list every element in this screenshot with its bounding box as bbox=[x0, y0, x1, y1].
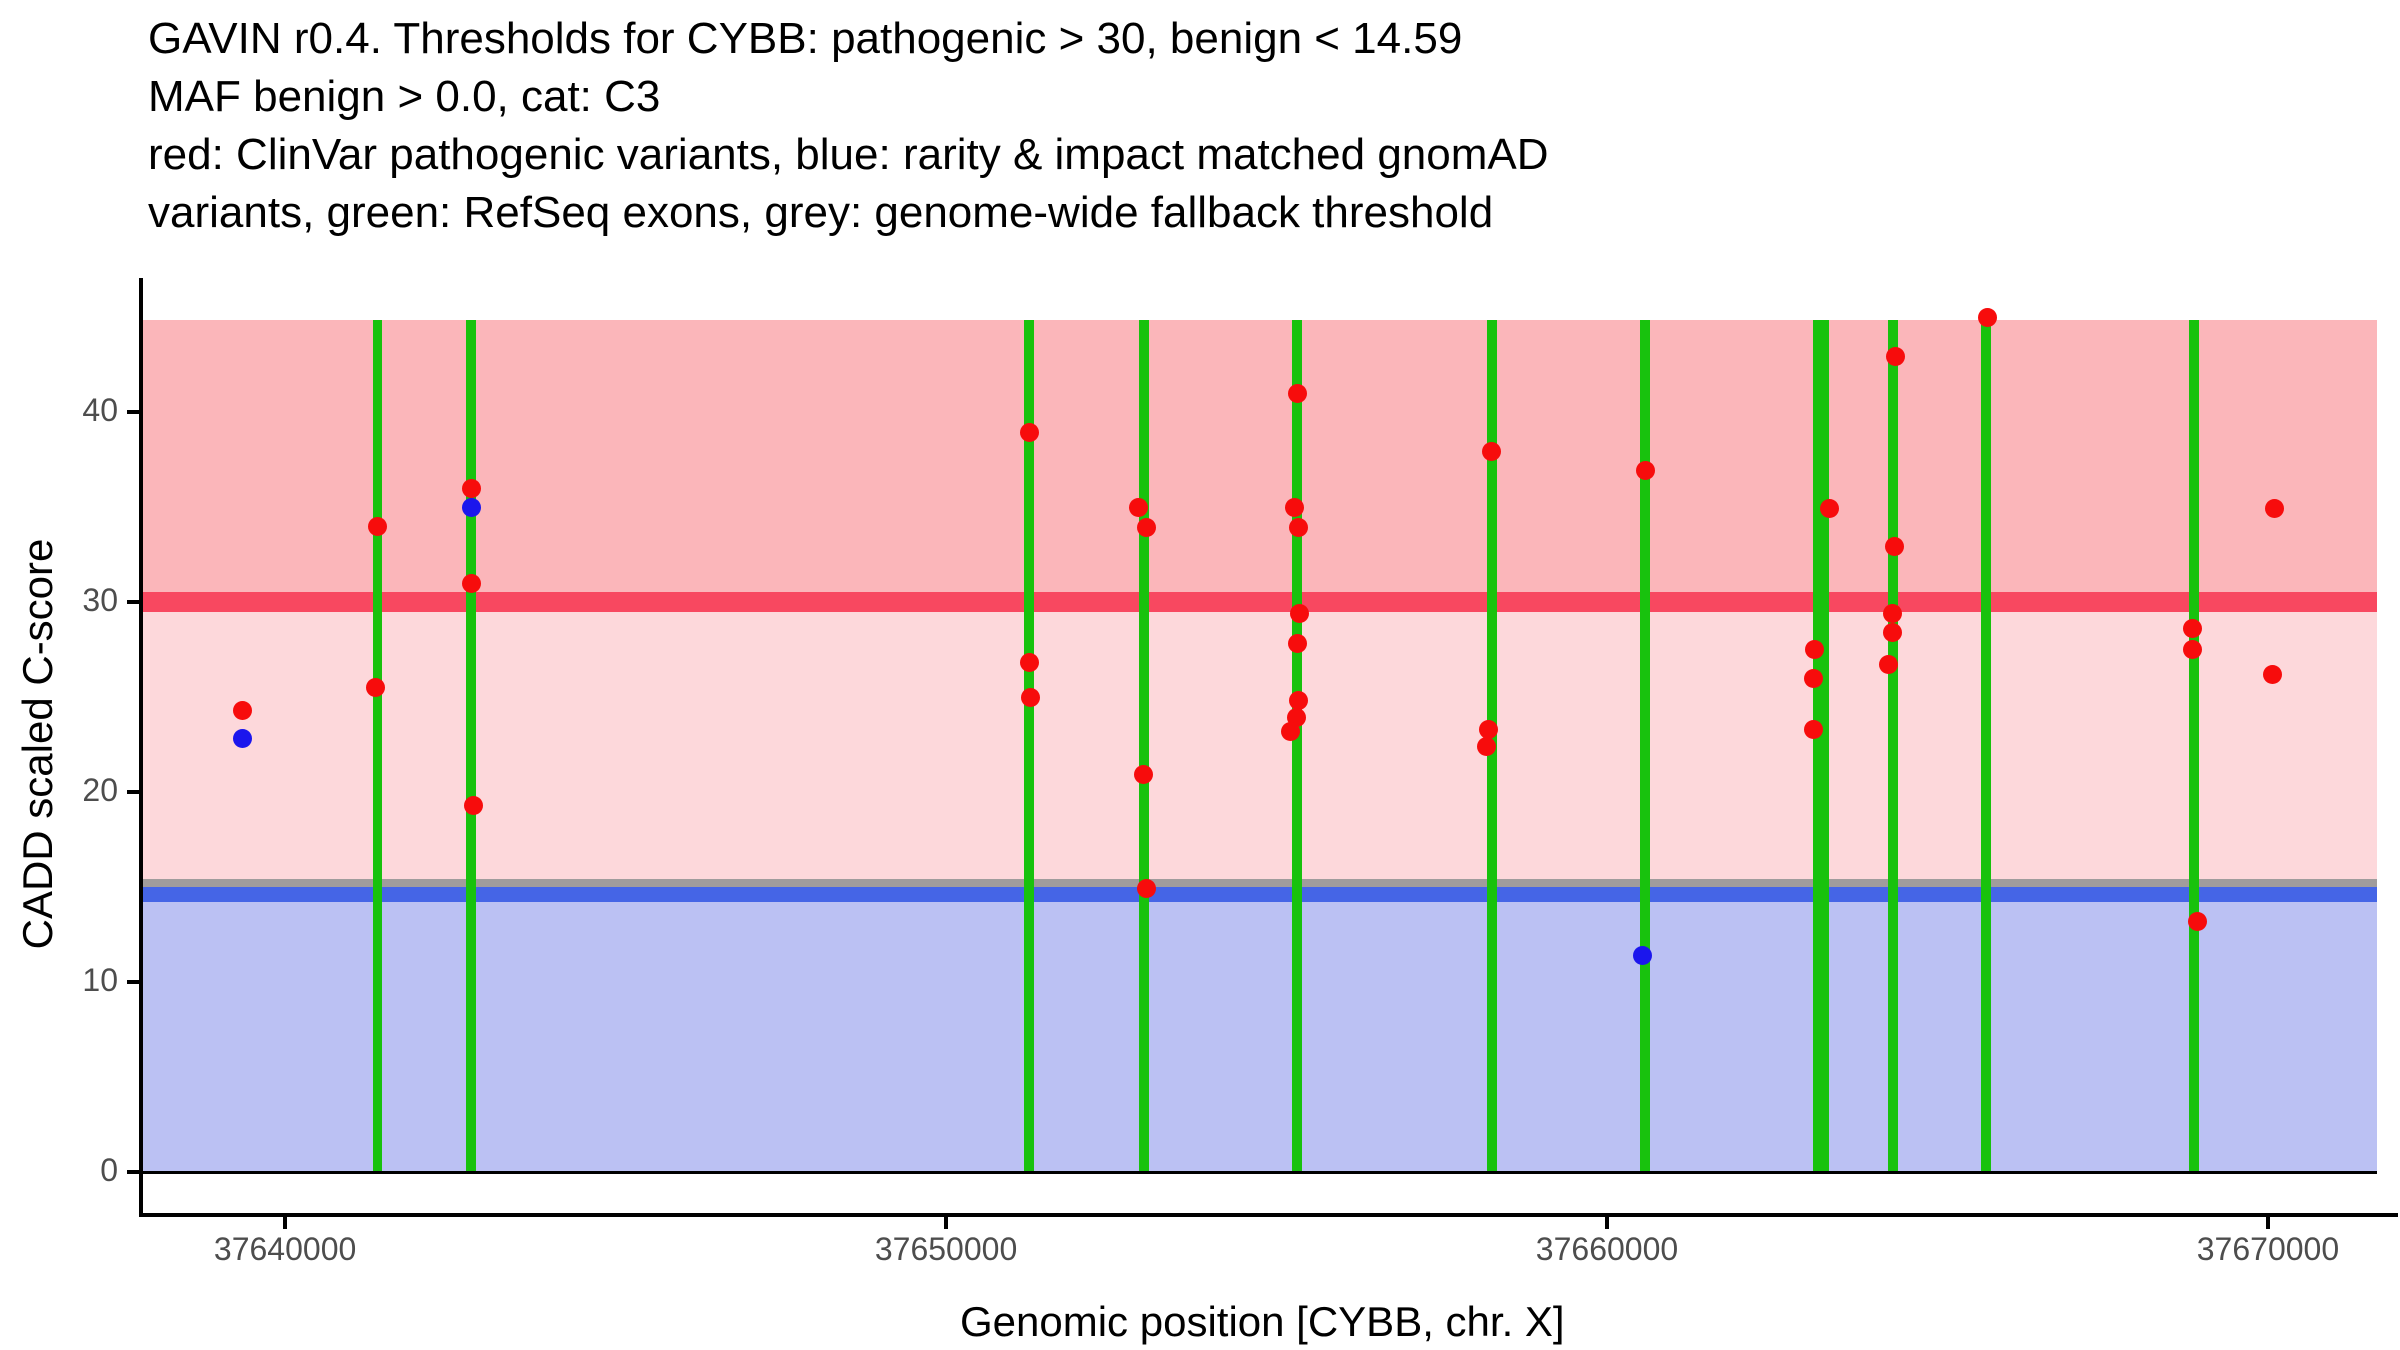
clinvar-pathogenic-variant-point bbox=[1883, 603, 1903, 623]
title-line-3: red: ClinVar pathogenic variants, blue: … bbox=[148, 130, 1549, 179]
clinvar-pathogenic-variant-point bbox=[2183, 619, 2203, 639]
y-tick-label: 20 bbox=[82, 772, 118, 808]
refseq-exon-line bbox=[1888, 320, 1898, 1172]
clinvar-pathogenic-variant-point bbox=[1019, 423, 1039, 443]
vus-region bbox=[143, 602, 2377, 895]
clinvar-pathogenic-variant-point bbox=[1290, 603, 1310, 623]
x-axis-line bbox=[139, 1213, 2398, 1217]
x-tick-label: 37670000 bbox=[2196, 1231, 2340, 1267]
gnomad-matched-variant-point bbox=[1632, 945, 1652, 965]
x-tick-mark bbox=[1604, 1215, 1609, 1229]
clinvar-pathogenic-variant-point bbox=[1287, 634, 1307, 654]
y-tick-mark bbox=[127, 1170, 139, 1174]
zero-baseline bbox=[143, 1170, 2377, 1174]
clinvar-pathogenic-variant-point bbox=[1886, 347, 1906, 367]
clinvar-pathogenic-variant-point bbox=[1481, 442, 1501, 462]
refseq-exon-line bbox=[2189, 320, 2199, 1172]
benign-region bbox=[143, 894, 2377, 1172]
x-tick-mark bbox=[944, 1215, 949, 1229]
clinvar-pathogenic-variant-point bbox=[1280, 721, 1300, 741]
clinvar-pathogenic-variant-point bbox=[365, 678, 385, 697]
clinvar-pathogenic-variant-point bbox=[1289, 691, 1309, 711]
clinvar-pathogenic-variant-point bbox=[1803, 719, 1823, 739]
y-tick-mark bbox=[127, 980, 139, 984]
x-tick-label: 37660000 bbox=[1535, 1231, 1679, 1267]
y-tick-label: 40 bbox=[82, 392, 118, 428]
clinvar-pathogenic-variant-point bbox=[1879, 655, 1899, 675]
refseq-exon-line bbox=[1139, 320, 1149, 1172]
clinvar-pathogenic-variant-point bbox=[232, 700, 252, 720]
y-tick-mark bbox=[127, 790, 139, 794]
clinvar-pathogenic-variant-point bbox=[2265, 499, 2285, 519]
benign-threshold-line bbox=[143, 887, 2377, 903]
y-tick-mark bbox=[127, 600, 139, 604]
y-axis-title: CADD scaled C-score bbox=[14, 538, 61, 950]
refseq-exon-line bbox=[1640, 320, 1650, 1172]
clinvar-pathogenic-variant-point bbox=[367, 516, 387, 536]
clinvar-pathogenic-variant-point bbox=[1287, 383, 1307, 403]
y-axis-line bbox=[139, 278, 143, 1217]
refseq-exon-line bbox=[373, 320, 383, 1172]
x-tick-label: 37650000 bbox=[874, 1231, 1018, 1267]
clinvar-pathogenic-variant-point bbox=[1477, 736, 1497, 756]
x-axis-title: Genomic position [CYBB, chr. X] bbox=[960, 1298, 1565, 1345]
clinvar-pathogenic-variant-point bbox=[1635, 461, 1655, 481]
y-tick-label: 30 bbox=[82, 582, 118, 618]
clinvar-pathogenic-variant-point bbox=[463, 795, 483, 815]
title-line-2: MAF benign > 0.0, cat: C3 bbox=[148, 72, 661, 121]
title-line-1: GAVIN r0.4. Thresholds for CYBB: pathoge… bbox=[148, 14, 1463, 63]
clinvar-pathogenic-variant-point bbox=[1804, 640, 1824, 659]
y-tick-label: 10 bbox=[82, 962, 118, 998]
clinvar-pathogenic-variant-point bbox=[1885, 537, 1905, 557]
x-tick-label: 37640000 bbox=[213, 1231, 357, 1267]
clinvar-pathogenic-variant-point bbox=[1137, 879, 1157, 899]
clinvar-pathogenic-variant-point bbox=[1288, 518, 1308, 538]
clinvar-pathogenic-variant-point bbox=[1819, 499, 1839, 519]
refseq-exon-line bbox=[1981, 320, 1991, 1172]
title-line-4: variants, green: RefSeq exons, grey: gen… bbox=[148, 188, 1494, 237]
clinvar-pathogenic-variant-point bbox=[1883, 622, 1903, 642]
clinvar-pathogenic-variant-point bbox=[461, 478, 481, 498]
clinvar-pathogenic-variant-point bbox=[1978, 307, 1998, 327]
clinvar-pathogenic-variant-point bbox=[461, 573, 481, 593]
clinvar-pathogenic-variant-point bbox=[2263, 664, 2283, 684]
clinvar-pathogenic-variant-point bbox=[1133, 765, 1153, 785]
refseq-exon-line bbox=[1024, 320, 1034, 1172]
gnomad-matched-variant-point bbox=[232, 729, 252, 749]
clinvar-pathogenic-variant-point bbox=[1284, 497, 1304, 517]
clinvar-pathogenic-variant-point bbox=[1803, 668, 1823, 688]
clinvar-pathogenic-variant-point bbox=[2183, 640, 2203, 659]
pathogenic-threshold-line bbox=[143, 592, 2377, 612]
y-tick-mark bbox=[127, 410, 139, 414]
clinvar-pathogenic-variant-point bbox=[1020, 687, 1040, 707]
refseq-exon-line bbox=[466, 320, 476, 1172]
gnomad-matched-variant-point bbox=[461, 497, 481, 517]
x-tick-mark bbox=[2265, 1215, 2270, 1229]
clinvar-pathogenic-variant-point bbox=[1137, 518, 1157, 538]
clinvar-pathogenic-variant-point bbox=[2187, 911, 2207, 931]
x-tick-mark bbox=[283, 1215, 288, 1229]
clinvar-pathogenic-variant-point bbox=[1129, 497, 1149, 517]
clinvar-pathogenic-variant-point bbox=[1019, 653, 1039, 673]
plot-title: GAVIN r0.4. Thresholds for CYBB: pathoge… bbox=[148, 10, 1549, 242]
refseq-exon-line bbox=[1292, 320, 1302, 1172]
clinvar-pathogenic-variant-point bbox=[1479, 719, 1499, 739]
y-tick-label: 0 bbox=[100, 1152, 118, 1188]
refseq-exon-line bbox=[1813, 320, 1829, 1172]
pathogenic-region bbox=[143, 319, 2377, 602]
